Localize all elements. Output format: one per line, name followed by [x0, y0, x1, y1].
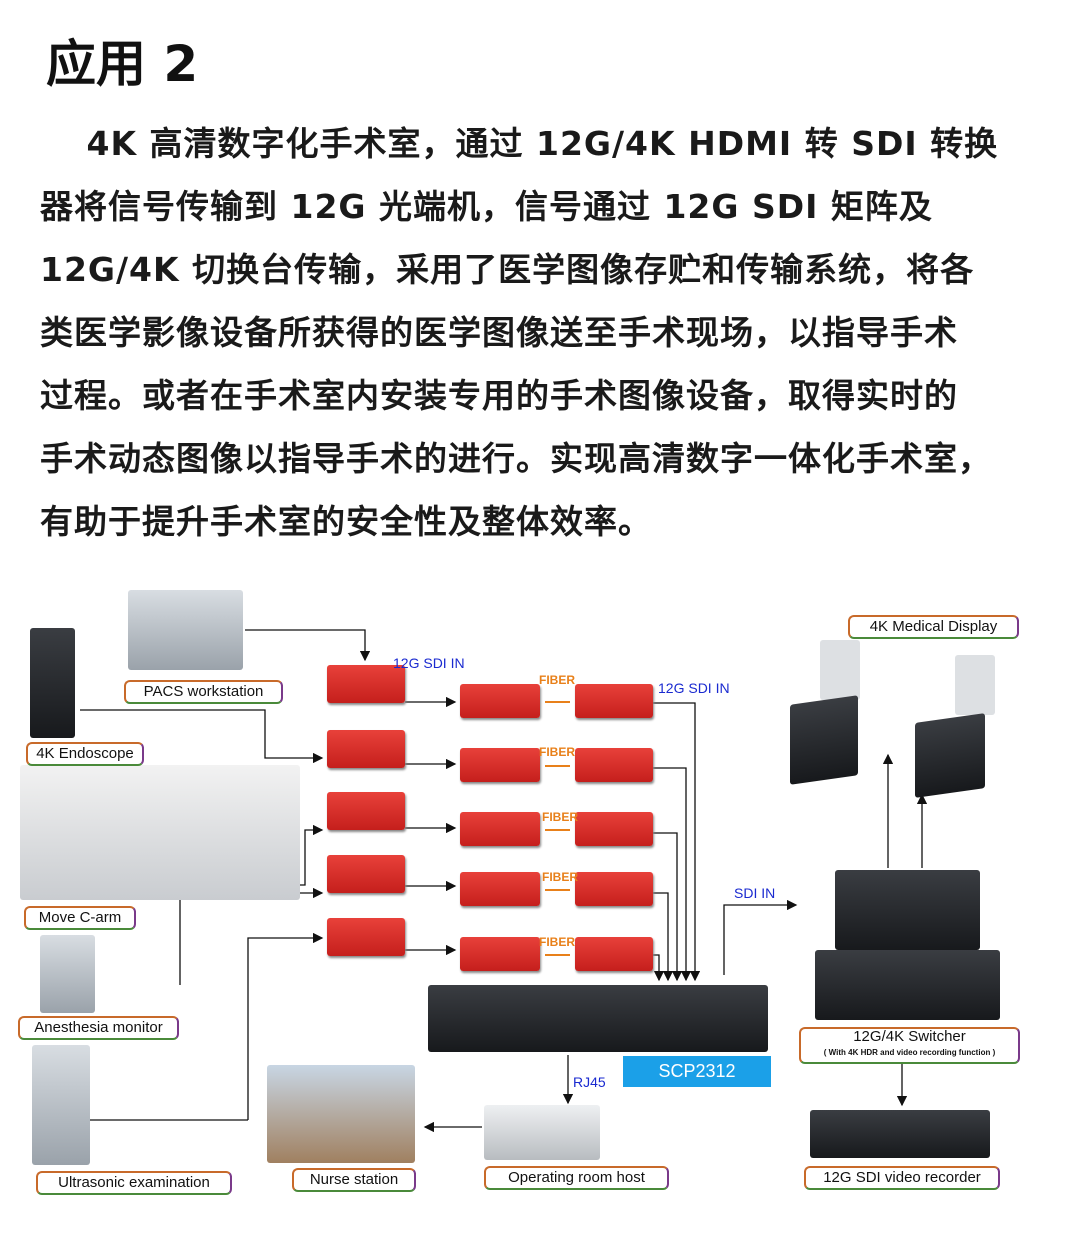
label-recorder: 12G SDI video recorder [804, 1166, 1000, 1190]
fiber-transmitter [460, 872, 540, 906]
medical-display [915, 713, 985, 798]
fiber-transmitter [460, 748, 540, 782]
medical-display [790, 695, 858, 785]
endoscope-image [30, 628, 75, 738]
sdi-in-label: SDI IN [734, 885, 776, 901]
sdi-in-label: 12G SDI IN [658, 680, 730, 696]
page-title: 应用 2 [46, 35, 199, 93]
fiber-label: FIBER [539, 673, 575, 687]
sdi-in-label: 12G SDI IN [393, 655, 465, 671]
rj45-label: RJ45 [573, 1074, 606, 1090]
fiber-receiver [575, 872, 653, 906]
anesthesia-monitor-image [40, 935, 95, 1013]
label-c-arm: Move C-arm [24, 906, 136, 930]
switcher-subtitle: ( With 4K HDR and video recording functi… [823, 1048, 996, 1057]
fiber-label: FIBER [539, 935, 575, 949]
fiber-receiver [575, 937, 653, 971]
display-arm [955, 655, 995, 715]
fiber-receiver [575, 684, 653, 718]
fiber-label: FIBER [542, 810, 578, 824]
fiber-transmitter [460, 684, 540, 718]
label-switcher: 12G/4K Switcher ( With 4K HDR and video … [799, 1027, 1020, 1064]
recorder-device [810, 1110, 990, 1158]
fiber-label: FIBER [539, 745, 575, 759]
label-ultrasonic: Ultrasonic examination [36, 1171, 232, 1195]
paragraph-line: 过程。或者在手术室内安装专用的手术图像设备，取得实时的 [40, 376, 958, 415]
fiber-receiver [575, 748, 653, 782]
host-device [484, 1105, 600, 1160]
fiber-transmitter [460, 812, 540, 846]
paragraph-line: 4K 高清数字化手术室，通过 12G/4K HDMI 转 SDI 转换 [40, 124, 999, 163]
fiber-transmitter [460, 937, 540, 971]
hdmi-sdi-converter [327, 792, 405, 830]
paragraph-line: 类医学影像设备所获得的医学图像送至手术现场，以指导手术 [40, 313, 958, 352]
ultrasonic-image [32, 1045, 90, 1165]
paragraph-line: 有助于提升手术室的安全性及整体效率。 [40, 502, 652, 541]
hdmi-sdi-converter [327, 665, 405, 703]
paragraph-line: 12G/4K 切换台传输，采用了医学图像存贮和传输系统，将各 [40, 250, 975, 289]
hdmi-sdi-converter [327, 918, 405, 956]
label-display: 4K Medical Display [848, 615, 1019, 639]
label-pacs: PACS workstation [124, 680, 283, 704]
c-arm-image [20, 765, 300, 900]
fiber-receiver [575, 812, 653, 846]
fiber-label: FIBER [542, 870, 578, 884]
label-endoscope: 4K Endoscope [26, 742, 144, 766]
display-arm [820, 640, 860, 700]
paragraph-line: 手术动态图像以指导手术的进行。实现高清数字一体化手术室， [40, 439, 992, 478]
switcher-title: 12G/4K Switcher [853, 1028, 966, 1045]
label-host: Operating room host [484, 1166, 669, 1190]
nurse-station-image [267, 1065, 415, 1163]
paragraph-line: 器将信号传输到 12G 光端机，信号通过 12G SDI 矩阵及 [40, 187, 933, 226]
switcher-screen [835, 870, 980, 950]
label-anesthesia: Anesthesia monitor [18, 1016, 179, 1040]
matrix-model-label: SCP2312 [623, 1056, 771, 1087]
sdi-matrix-device [428, 985, 768, 1052]
hdmi-sdi-converter [327, 855, 405, 893]
switcher-device [815, 950, 1000, 1020]
label-nurse: Nurse station [292, 1168, 416, 1192]
hdmi-sdi-converter [327, 730, 405, 768]
pacs-workstation-image [128, 590, 243, 670]
